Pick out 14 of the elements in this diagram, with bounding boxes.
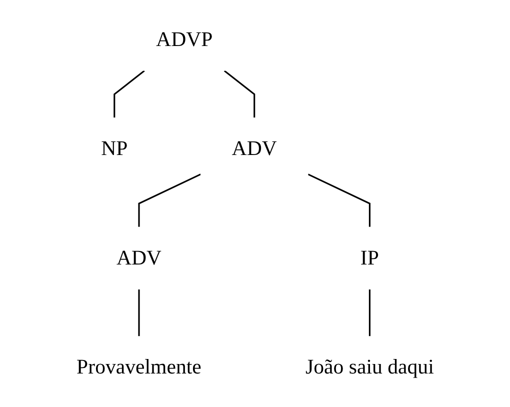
node-text: IP <box>360 246 379 270</box>
node-text: João saiu daqui <box>305 356 434 379</box>
node-text: ADV <box>232 137 277 160</box>
connector <box>113 70 145 118</box>
node-text: ADVP <box>156 28 212 52</box>
connector <box>224 70 255 118</box>
node-text: Provavelmente <box>76 356 202 379</box>
syntax-tree: ADVP NP ADV ADV IP Provavelmente João saiu daqui <box>36 0 474 407</box>
connector <box>368 289 370 336</box>
node-text: ADV <box>116 246 162 270</box>
connector <box>308 174 370 227</box>
connector <box>138 174 201 227</box>
connector <box>138 289 140 336</box>
node-text: NP <box>100 137 128 160</box>
